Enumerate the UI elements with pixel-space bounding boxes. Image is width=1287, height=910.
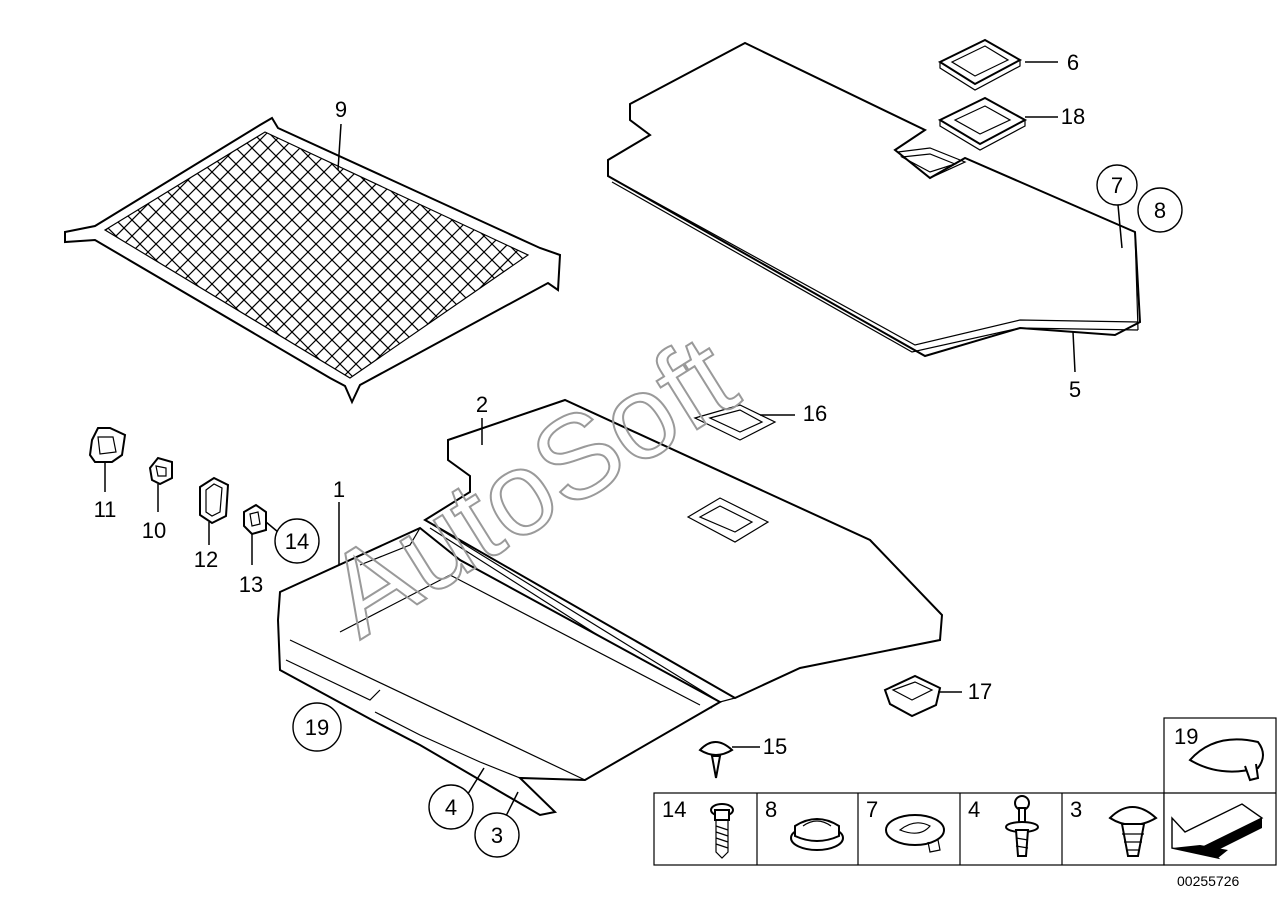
clip-11-drawing — [88, 427, 127, 463]
leader-lines — [104, 61, 1123, 819]
direction-arrow-icon — [1171, 803, 1264, 860]
part-label-16: 16 — [803, 401, 827, 426]
inset-19 — [1163, 717, 1277, 866]
fastener-number-14: 14 — [662, 797, 686, 822]
callout-circle-8 — [1137, 187, 1183, 233]
inset-number: 19 — [1174, 724, 1198, 749]
screw-icon — [710, 803, 734, 859]
fastener-table — [653, 792, 1165, 866]
clip-10-drawing — [148, 456, 173, 486]
clip-nut-icon — [885, 814, 945, 853]
part-label-5: 5 — [1069, 377, 1081, 402]
upper-floor-panel-drawing — [607, 41, 1142, 358]
part-label-15: 15 — [763, 734, 787, 759]
part-label-19: 19 — [305, 715, 329, 740]
part-label-11: 11 — [94, 497, 117, 522]
part-label-2: 2 — [476, 392, 488, 417]
fastener-number-7: 7 — [866, 797, 878, 822]
rear-trim-drawing — [276, 526, 723, 817]
cap-icon — [1188, 738, 1264, 782]
part-label-18: 18 — [1061, 104, 1085, 129]
part-label-4: 4 — [445, 795, 457, 820]
clip-12-drawing — [199, 476, 230, 525]
drawing-number: 00255726 — [1177, 873, 1240, 889]
clip-13-drawing — [243, 503, 267, 536]
cover-6-drawing — [937, 38, 1023, 91]
fastener-number-3: 3 — [1070, 797, 1082, 822]
part-label-6: 6 — [1067, 50, 1079, 75]
part-label-14: 14 — [285, 529, 309, 554]
part-label-8: 8 — [1154, 198, 1166, 223]
callout-circle-19 — [292, 702, 342, 752]
part-label-12: 12 — [194, 547, 218, 572]
callout-circle-7 — [1096, 164, 1138, 206]
part-label-13: 13 — [239, 572, 263, 597]
part-label-1: 1 — [333, 477, 345, 502]
callout-circle-4 — [428, 784, 474, 830]
part-label-10: 10 — [142, 518, 166, 543]
cover-18-drawing — [937, 96, 1028, 151]
callout-circle-14 — [274, 518, 320, 564]
part-label-3: 3 — [491, 823, 503, 848]
callout-circle-3 — [474, 812, 520, 858]
part-label-7: 7 — [1111, 173, 1123, 198]
fastener-number-4: 4 — [968, 797, 980, 822]
expanding-rivet-icon — [1005, 795, 1039, 857]
tray-17-drawing — [883, 674, 942, 718]
grommet-icon — [790, 818, 844, 851]
part-label-9: 9 — [335, 97, 347, 122]
fastener-number-8: 8 — [765, 797, 777, 822]
push-pin-15-drawing — [698, 741, 734, 779]
spreader-clip-icon — [1108, 806, 1158, 857]
part-label-17: 17 — [968, 679, 992, 704]
